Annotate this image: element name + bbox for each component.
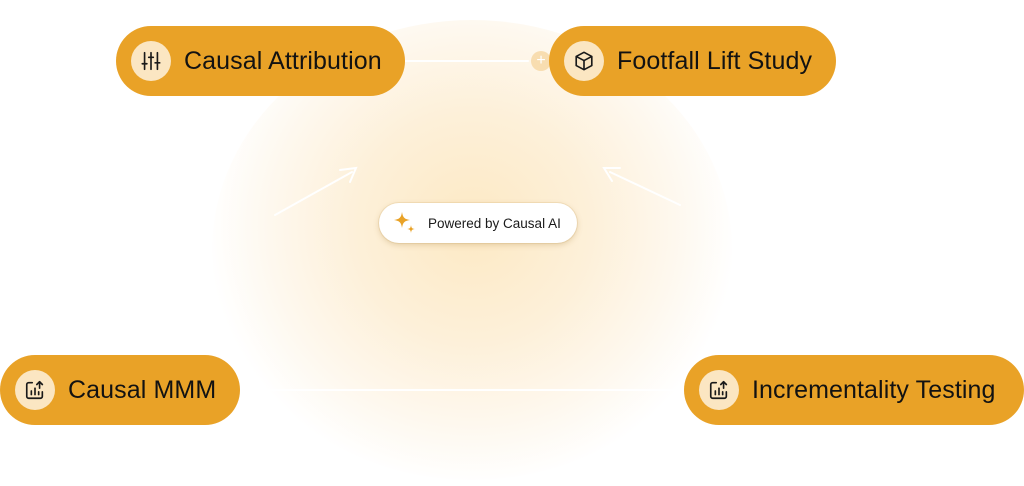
node-causal-mmm[interactable]: Causal MMM	[0, 355, 240, 425]
plus-icon: +	[531, 51, 551, 71]
connector-right-arrow	[609, 171, 681, 206]
arrowhead-right	[602, 167, 621, 182]
sliders-icon	[131, 41, 171, 81]
node-label: Footfall Lift Study	[617, 46, 813, 75]
box-icon	[564, 41, 604, 81]
node-label: Causal Attribution	[184, 46, 382, 75]
chart-upload-icon	[15, 370, 55, 410]
background-glow	[212, 20, 732, 480]
connector-left-arrow	[274, 171, 353, 216]
chart-upload-icon	[699, 370, 739, 410]
center-label: Powered by Causal AI	[428, 215, 561, 231]
node-label: Incrementality Testing	[752, 375, 996, 404]
node-footfall-lift-study[interactable]: Footfall Lift Study	[549, 26, 836, 96]
node-causal-attribution[interactable]: Causal Attribution	[116, 26, 405, 96]
node-incrementality-testing[interactable]: Incrementality Testing	[684, 355, 1024, 425]
center-badge: Powered by Causal AI	[379, 203, 577, 243]
node-label: Causal MMM	[68, 375, 217, 404]
arrowhead-left	[339, 166, 358, 183]
sparkle-icon	[394, 212, 415, 233]
